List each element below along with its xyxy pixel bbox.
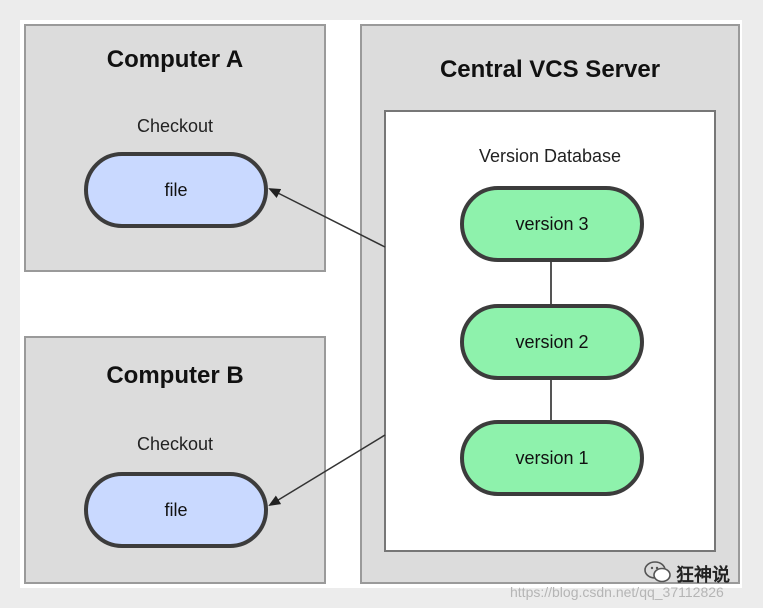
connector-v2-v1: [550, 380, 552, 422]
version-database-label: Version Database: [478, 146, 622, 166]
computer-b-file: file: [84, 472, 268, 548]
connector-v3-v2: [550, 262, 552, 306]
version-database-box: Version Database version 3 version 2 ver…: [384, 110, 716, 552]
computer-b-title: Computer B: [106, 362, 244, 389]
version-3-node: version 3: [460, 186, 644, 262]
computer-b-checkout-label: Checkout: [136, 434, 214, 454]
computer-a-checkout-label: Checkout: [136, 116, 214, 136]
wechat-icon: [644, 561, 672, 588]
central-server-title: Central VCS Server: [439, 56, 661, 83]
version-2-node: version 2: [460, 304, 644, 380]
computer-a-panel: Computer A Checkout file: [24, 24, 326, 272]
watermark-name: 狂神说: [676, 565, 730, 585]
computer-a-file: file: [84, 152, 268, 228]
computer-b-panel: Computer B Checkout file: [24, 336, 326, 584]
watermark-url: https://blog.csdn.net/qq_37112826: [510, 584, 724, 600]
computer-a-title: Computer A: [106, 46, 244, 73]
version-1-node: version 1: [460, 420, 644, 496]
